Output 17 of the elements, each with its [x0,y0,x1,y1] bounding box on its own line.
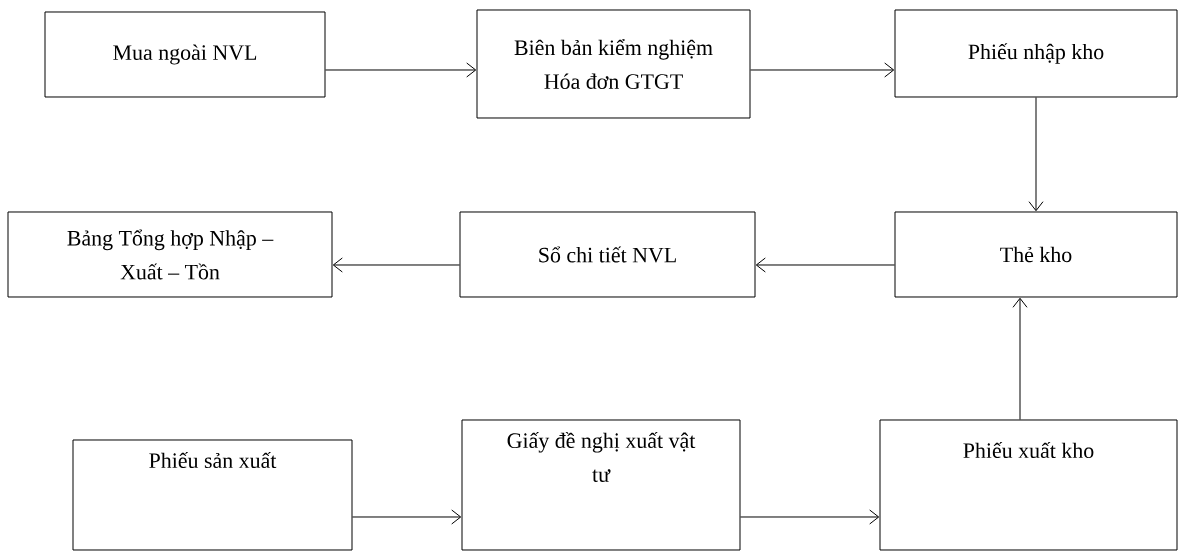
document-box: Phiếu nhập kho [894,9,1178,98]
arrow [325,62,477,78]
arrow [755,257,895,273]
arrow [1028,97,1044,212]
arrow [352,509,462,525]
document-box: Phiếu xuất kho [879,419,1178,551]
arrow [740,509,880,525]
document-box: Sổ chi tiết NVL [459,211,756,298]
document-box: Mua ngoài NVL [44,11,326,98]
document-box: Thẻ kho [894,211,1178,298]
arrow [1012,297,1028,420]
arrow [750,62,895,78]
document-box: Phiếu sản xuất [72,439,353,551]
arrow [332,257,460,273]
document-box: Bảng Tổng hợp Nhập – Xuất – Tồn [7,211,333,298]
document-box: Giấy đề nghị xuất vật tư [461,419,741,551]
document-box: Biên bản kiểm nghiệm Hóa đơn GTGT [476,9,751,119]
